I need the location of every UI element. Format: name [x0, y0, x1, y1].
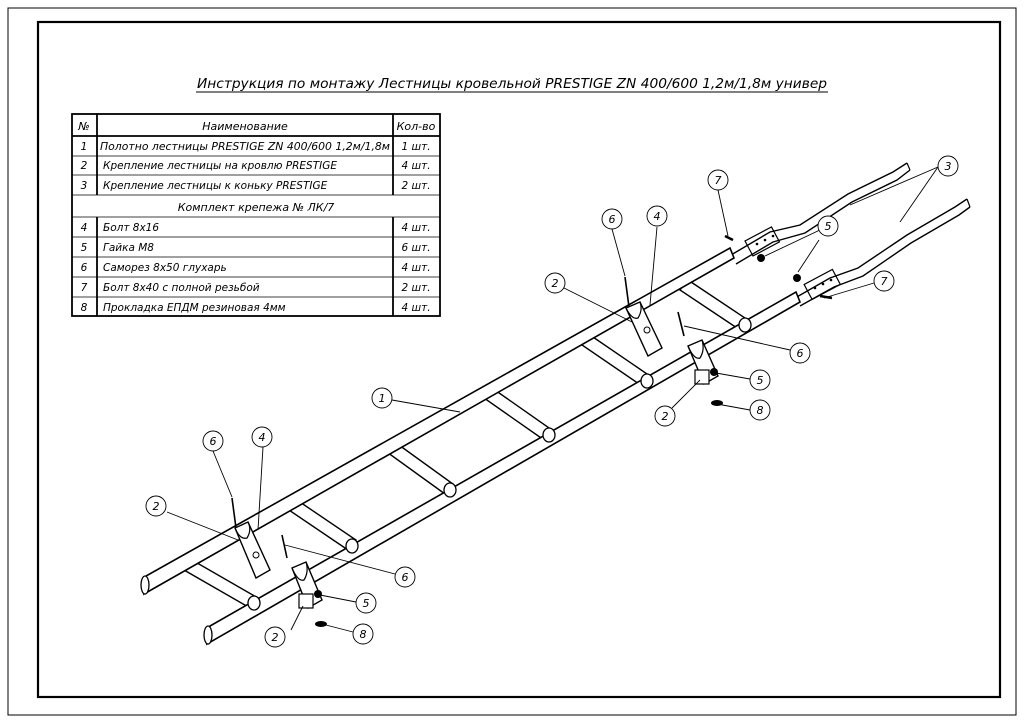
- callout-number: 2: [272, 631, 279, 644]
- callouts: [145, 155, 959, 648]
- row-name: Болт 8х40 с полной резьбой: [103, 282, 260, 294]
- callout-balloon: [371, 387, 393, 409]
- row-qty: 4 шт.: [401, 222, 430, 234]
- callout-balloon: [145, 495, 167, 517]
- callout-number: 4: [259, 431, 266, 444]
- row-name: Прокладка ЕПДМ резиновая 4мм: [103, 302, 286, 314]
- row-num: 3: [81, 180, 88, 192]
- row-num: 2: [81, 160, 88, 172]
- row-num: 4: [81, 222, 88, 234]
- callout-number: 6: [609, 213, 616, 226]
- callout-balloon: [202, 430, 224, 452]
- callout-balloon: [707, 169, 729, 191]
- ladder-assembly: [140, 162, 971, 646]
- callout-number: 6: [210, 435, 217, 448]
- row-num: 5: [81, 242, 88, 254]
- callout-number: 4: [654, 210, 661, 223]
- callout-number: 8: [360, 628, 367, 641]
- callout-balloon: [601, 208, 623, 230]
- row-qty: 4 шт.: [401, 262, 430, 274]
- ladder-rail-right: [203, 290, 802, 646]
- row-qty: 4 шт.: [401, 302, 430, 314]
- row-num: 6: [81, 262, 88, 274]
- row-name: Саморез 8х50 глухарь: [103, 262, 227, 274]
- callout-number: 6: [797, 347, 804, 360]
- ridge-hook-left: [730, 162, 911, 265]
- callout-balloon: [937, 155, 959, 177]
- row-qty: 4 шт.: [401, 160, 430, 172]
- row-name: Гайка М8: [103, 242, 154, 254]
- callout-balloon: [251, 426, 273, 448]
- callout-balloon: [817, 215, 839, 237]
- roof-bracket-lower-left: [231, 497, 271, 580]
- row-name: Крепление лестницы на кровлю PRESTIGE: [103, 160, 337, 172]
- callout-balloon: [352, 623, 374, 645]
- callout-balloon: [264, 626, 286, 648]
- callout-balloon: [789, 342, 811, 364]
- parts-table: № Наименование Кол-во 1 Полотно лестницы…: [71, 113, 441, 317]
- row-num: 8: [81, 302, 88, 314]
- row-name: Крепление лестницы к коньку PRESTIGE: [103, 180, 328, 192]
- callout-number: 7: [715, 174, 722, 187]
- row-qty: 2 шт.: [401, 180, 430, 192]
- callout-number: 5: [363, 597, 370, 610]
- callout-balloon: [355, 592, 377, 614]
- callout-number: 5: [757, 374, 764, 387]
- row-num: 1: [81, 141, 88, 153]
- row-num: 7: [81, 282, 88, 294]
- ladder-rail-left: [140, 246, 736, 596]
- callout-number: 1: [379, 392, 386, 405]
- table-header-num: №: [77, 120, 89, 133]
- callout-numbers: 1 2 2 2 2 3 4 4 5 5 5 6 6 6 6 7 7 8 8: [153, 160, 952, 644]
- callout-balloon: [544, 272, 566, 294]
- outer-frame: [7, 7, 1017, 716]
- callout-number: 3: [945, 160, 952, 173]
- callout-balloon: [646, 205, 668, 227]
- table-header-name: Наименование: [202, 120, 288, 133]
- row-qty: 1 шт.: [401, 141, 430, 153]
- callout-balloon: [394, 566, 416, 588]
- roof-bracket-upper-right: [677, 311, 723, 406]
- callout-number: 2: [662, 410, 669, 423]
- callout-balloon: [749, 399, 771, 421]
- row-qty: 2 шт.: [401, 282, 430, 294]
- row-name: Полотно лестницы PRESTIGE ZN 400/600 1,2…: [100, 141, 390, 153]
- callout-number: 2: [153, 500, 160, 513]
- callout-number: 6: [402, 571, 409, 584]
- callout-balloon: [873, 270, 895, 292]
- roof-bracket-lower-right: [281, 534, 327, 627]
- callout-balloon: [749, 369, 771, 391]
- leader-lines: [166, 166, 939, 633]
- inner-frame: [36, 20, 1002, 699]
- roof-bracket-upper-left: [624, 276, 663, 357]
- callout-number: 5: [825, 220, 832, 233]
- callout-balloon: [654, 405, 676, 427]
- ridge-hook-right: [794, 198, 971, 307]
- kit-title: Комплект крепежа № ЛК/7: [178, 201, 335, 214]
- row-qty: 6 шт.: [401, 242, 430, 254]
- page-title: Инструкция по монтажу Лестницы кровельно…: [197, 76, 827, 92]
- table-header-qty: Кол-во: [397, 120, 436, 133]
- callout-number: 8: [757, 404, 764, 417]
- callout-number: 2: [552, 277, 559, 290]
- rung-ends: [247, 317, 752, 611]
- callout-number: 7: [881, 275, 888, 288]
- row-name: Болт 8х16: [103, 222, 159, 234]
